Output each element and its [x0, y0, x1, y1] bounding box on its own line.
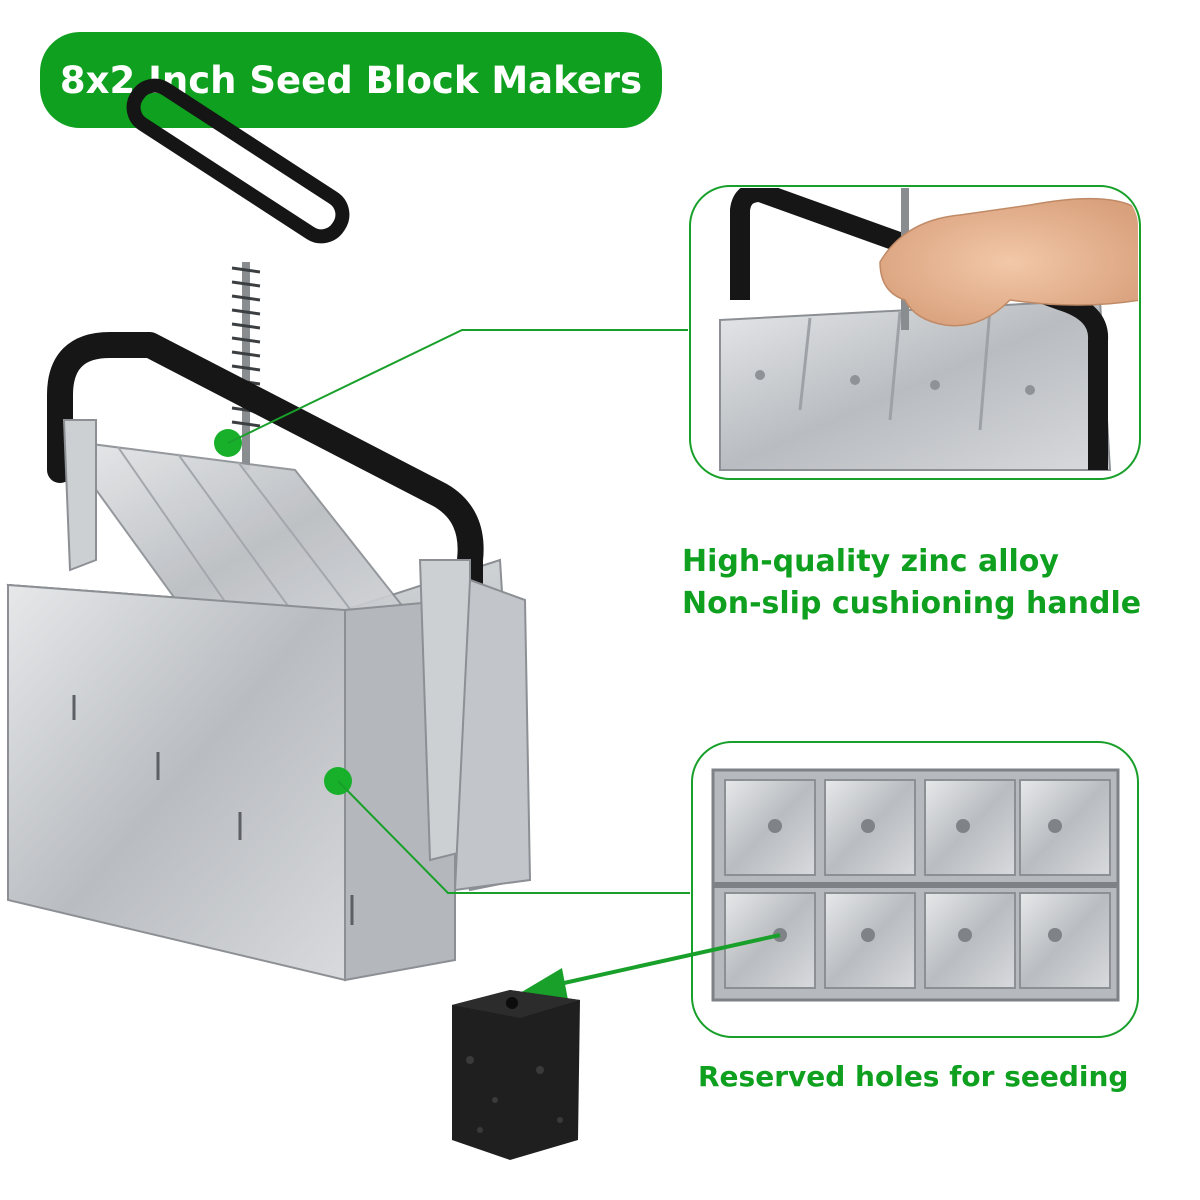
- title-banner: 8x2 Inch Seed Block Makers: [40, 32, 662, 128]
- seed-block-maker-photo: [6, 78, 532, 982]
- top-view-photo: [691, 741, 1139, 1038]
- hand-pressing-photo: [689, 185, 1141, 480]
- soil-block-photo: [452, 990, 580, 1160]
- arrow-icon: [520, 933, 781, 1000]
- caption-non-slip-handle: Non-slip cushioning handle: [682, 586, 1142, 621]
- caption-reserved-holes: Reserved holes for seeding: [698, 1060, 1129, 1093]
- connector-lines: [227, 329, 690, 894]
- caption-zinc-alloy: High-quality zinc alloy: [682, 544, 1059, 579]
